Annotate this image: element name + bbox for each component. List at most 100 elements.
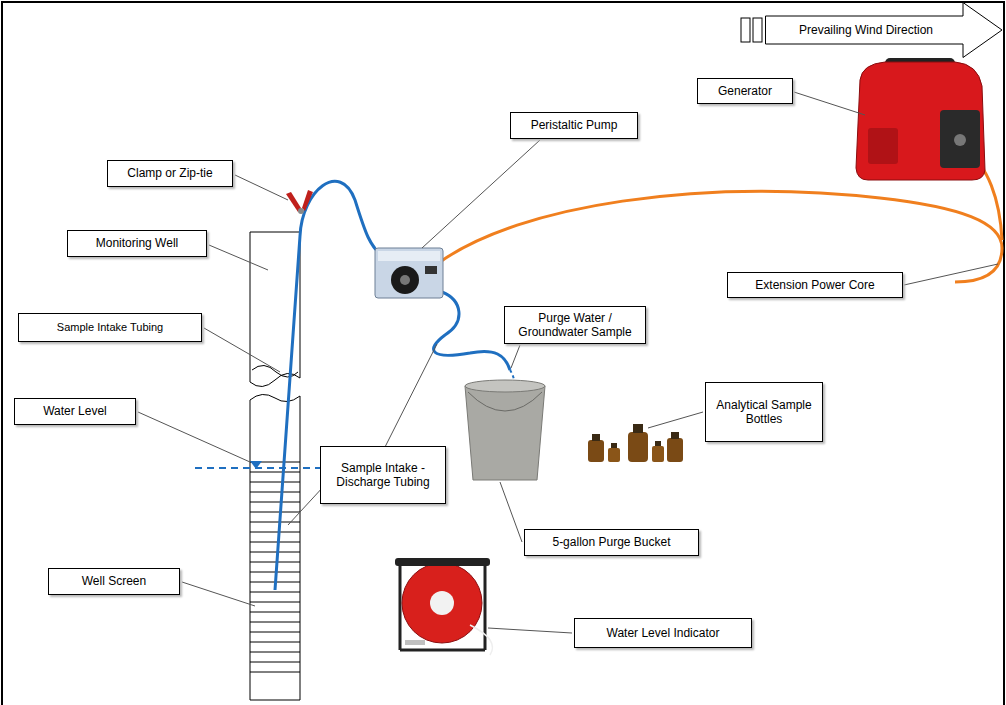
well-casing	[250, 394, 300, 700]
leader-line	[511, 345, 520, 368]
wind-tick	[741, 18, 750, 42]
callout-box: Clamp or Zip-tie	[107, 160, 233, 187]
pump-rotor	[400, 275, 410, 285]
callout-label: Purge Water / Groundwater Sample	[511, 311, 639, 340]
generator-outlet	[954, 134, 966, 146]
callout-box: Sample Intake - Discharge Tubing	[320, 446, 446, 504]
bucket-rim	[465, 380, 545, 392]
pump-switch	[425, 266, 437, 274]
slot	[250, 562, 300, 563]
bottle	[628, 432, 648, 462]
tape	[470, 625, 493, 655]
callout-label: Peristaltic Pump	[531, 118, 618, 132]
slot	[250, 652, 300, 653]
bucket-handle	[468, 392, 542, 411]
slot	[250, 542, 300, 543]
callout-label: Monitoring Well	[96, 236, 178, 250]
clamp	[286, 190, 313, 214]
slot	[250, 672, 300, 673]
bottle-cap	[655, 441, 661, 446]
bottle-cap	[633, 424, 643, 433]
callout-label: Water Level Indicator	[607, 626, 720, 640]
slot	[250, 642, 300, 643]
callout-label: 5-gallon Purge Bucket	[552, 535, 670, 549]
callout-box: Well Screen	[48, 568, 180, 595]
reel	[402, 563, 482, 643]
arrow-polygon	[766, 3, 1003, 58]
callout-box: Generator	[697, 78, 793, 104]
slot	[250, 512, 300, 513]
power-cord	[440, 191, 1002, 282]
callout-box: 5-gallon Purge Bucket	[524, 529, 699, 556]
callout-label: Extension Power Core	[755, 278, 874, 292]
generator-body	[856, 62, 985, 180]
leader-line	[500, 482, 522, 542]
leader-line	[209, 245, 268, 270]
pump-head	[391, 266, 419, 294]
well-screen-slots	[250, 462, 300, 672]
slot	[250, 502, 300, 503]
slot	[250, 522, 300, 523]
bottle-cap	[592, 434, 600, 441]
leader-lines	[138, 92, 998, 633]
slot	[250, 662, 300, 663]
slot	[250, 492, 300, 493]
leader-line	[794, 92, 865, 115]
generator-panel	[940, 110, 980, 168]
leader-line	[904, 264, 998, 285]
slot	[250, 552, 300, 553]
peristaltic-pump	[375, 248, 443, 298]
callout-box: Monitoring Well	[67, 230, 207, 257]
leader-line	[204, 328, 280, 372]
callout-box: Peristaltic Pump	[510, 112, 638, 139]
callout-label: Sample Intake - Discharge Tubing	[327, 461, 439, 490]
bottle	[652, 446, 664, 462]
leader-line	[488, 628, 572, 633]
reel-handle	[395, 558, 490, 566]
water-level-indicator	[395, 558, 493, 655]
discharge-tubing	[434, 292, 510, 370]
clamp-jaw	[302, 190, 313, 211]
callout-box: Analytical Sample Bottles	[705, 382, 823, 442]
leader-line	[235, 175, 288, 200]
callout-label: Well Screen	[82, 574, 146, 588]
callout-box: Purge Water / Groundwater Sample	[504, 306, 646, 344]
slot	[250, 632, 300, 633]
leader-line	[648, 412, 703, 428]
slot	[250, 612, 300, 613]
callout-label: Generator	[718, 84, 772, 98]
probe	[405, 640, 425, 645]
pump-body	[375, 248, 443, 298]
callout-label: Prevailing Wind Direction	[799, 23, 933, 37]
slot	[250, 482, 300, 483]
generator	[856, 58, 985, 180]
slot	[250, 592, 300, 593]
sample-tubing	[275, 181, 385, 590]
callout-label: Water Level	[43, 404, 107, 418]
water-level-symbol	[250, 461, 262, 469]
wind-tick	[753, 18, 762, 42]
slot	[250, 622, 300, 623]
bottle	[588, 440, 604, 462]
leader-line	[138, 412, 250, 462]
bottle	[667, 438, 683, 462]
callout-label: Clamp or Zip-tie	[127, 166, 212, 180]
wind-arrow: Prevailing Wind Direction	[765, 2, 1003, 58]
callout-label: Sample Intake Tubing	[57, 321, 163, 334]
slot	[250, 602, 300, 603]
slot	[250, 472, 300, 473]
callout-box: Extension Power Core	[727, 272, 903, 298]
bottle	[608, 448, 620, 462]
slot	[250, 532, 300, 533]
callout-label: Analytical Sample Bottles	[712, 398, 816, 427]
callout-box: Sample Intake Tubing	[18, 313, 202, 342]
bucket-body	[465, 386, 545, 480]
purge-bucket	[465, 380, 545, 480]
leader-line	[385, 344, 437, 447]
bottle-cap	[611, 443, 617, 448]
clamp-jaw	[286, 192, 301, 212]
reel-hub	[430, 591, 454, 615]
